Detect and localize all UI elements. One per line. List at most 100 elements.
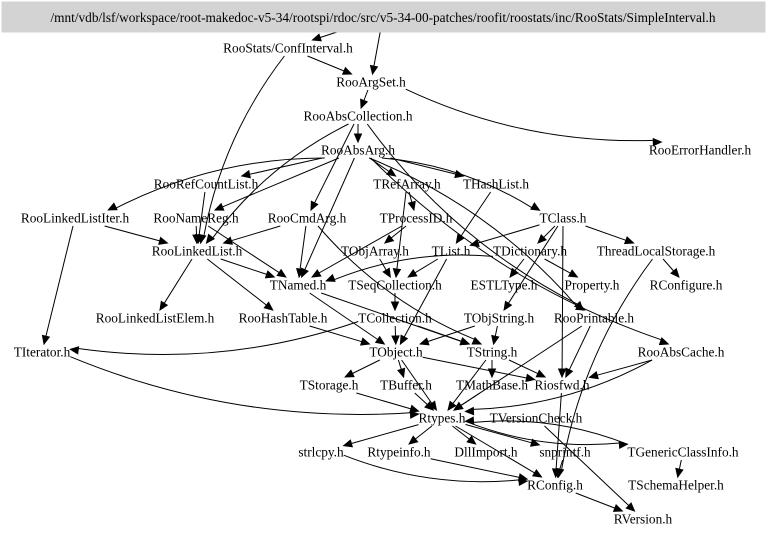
edge-tstring-to-rtypes — [452, 359, 487, 404]
arrowhead-icon — [240, 169, 251, 179]
node-roonamereg[interactable]: RooNameReg.h — [153, 211, 239, 226]
node-threadlocalstorage[interactable]: ThreadLocalStorage.h — [597, 244, 716, 259]
node-rooabscollection[interactable]: RooAbsCollection.h — [304, 109, 413, 124]
node-tclass[interactable]: TClass.h — [540, 211, 587, 226]
arrowhead-icon — [623, 236, 635, 245]
arrowhead-icon — [399, 334, 409, 346]
edge-tobject-to-rtypes — [401, 359, 433, 404]
node-tstorage[interactable]: TStorage.h — [300, 378, 359, 393]
arrowhead-icon — [567, 269, 579, 278]
arrowhead-icon — [264, 270, 276, 279]
node-roorefcountlist[interactable]: RooRefCountList.h — [154, 177, 259, 192]
edge-rtypes-to-strlcpy — [351, 424, 419, 444]
edge-tprocessid-to-tnamed — [318, 225, 403, 274]
node-rtypes[interactable]: Rtypes.h — [419, 411, 466, 426]
node-rooerrorhandler[interactable]: RooErrorHandler.h — [649, 143, 752, 158]
node-roolinkedlistelem[interactable]: RooLinkedListElem.h — [96, 311, 215, 326]
edge-rooabsarg-to-rooprintable — [369, 157, 577, 306]
edge-tstorage-to-rtypes — [356, 392, 412, 410]
node-rooabscache[interactable]: RooAbsCache.h — [638, 345, 725, 360]
node-confinterval[interactable]: RooStats/ConfInterval.h — [223, 41, 353, 56]
arrowhead-icon — [459, 337, 471, 346]
arrowhead-icon — [537, 234, 547, 244]
arrowhead-icon — [491, 334, 500, 346]
arrowhead-icon — [469, 238, 480, 247]
node-tobjstring[interactable]: TObjString.h — [464, 311, 535, 326]
node-tbuffer[interactable]: TBuffer.h — [380, 378, 432, 393]
node-riosfwd[interactable]: Riosfwd.h — [534, 378, 589, 393]
arrowhead-icon — [390, 301, 400, 312]
arrowhead-icon — [341, 66, 353, 75]
node-rooprintable[interactable]: RooPrintable.h — [554, 311, 634, 326]
arrowhead-icon — [555, 467, 564, 479]
root-node-label[interactable]: /mnt/vdb/lsf/workspace/root-makedoc-v5-3… — [50, 10, 715, 25]
node-tprocessid[interactable]: TProcessID.h — [380, 211, 453, 226]
arrowhead-icon — [205, 233, 216, 244]
edge-tgenericclassinfo-to-tschemahelper — [678, 459, 682, 470]
edge-tversioncheck-to-rversion — [544, 425, 630, 506]
node-tdictionary[interactable]: TDictionary.h — [493, 244, 567, 259]
arrowhead-icon — [466, 435, 477, 445]
edge-rtypes-to-rtypeinfo — [415, 425, 433, 440]
arrowhead-icon — [565, 367, 574, 379]
arrowhead-icon — [296, 268, 305, 279]
arrowhead-icon — [386, 167, 397, 177]
edge-roolinkedlist-to-tnamed — [220, 258, 267, 275]
edge-rooabscollection-to-roocmdarg — [314, 123, 355, 204]
edge-root-to-rooargset — [373, 31, 381, 67]
node-rooargset[interactable]: RooArgSet.h — [336, 75, 406, 90]
node-dllimport[interactable]: DllImport.h — [454, 445, 518, 460]
node-tschemahelper[interactable]: TSchemaHelper.h — [628, 478, 724, 493]
edge-rtypes-to-rconfig — [455, 425, 535, 474]
node-rtypeinfo[interactable]: Rtypeinfo.h — [367, 445, 431, 460]
node-rconfig[interactable]: RConfig.h — [527, 478, 583, 493]
node-property[interactable]: Property.h — [565, 278, 620, 293]
arrowhead-icon — [222, 236, 233, 245]
node-tversioncheck[interactable]: TVersionCheck.h — [490, 411, 583, 426]
node-rversion[interactable]: RVersion.h — [614, 512, 673, 527]
edge-tclass-to-tdictionary — [543, 225, 556, 238]
node-rconfigure[interactable]: RConfigure.h — [650, 278, 723, 293]
node-roolinkedlist[interactable]: RooLinkedList.h — [152, 244, 243, 259]
edge-rconfig-to-rversion — [575, 492, 615, 509]
edge-tnamed-to-tobject — [309, 292, 378, 340]
node-tmathbase[interactable]: TMathBase.h — [456, 378, 528, 393]
node-tcollection[interactable]: TCollection.h — [358, 311, 432, 326]
arrowhead-icon — [213, 202, 225, 211]
edge-rooabsarg-to-roonamereg — [222, 157, 340, 208]
node-tobjarray[interactable]: TObjArray.h — [341, 244, 409, 259]
node-tobject[interactable]: TObject.h — [369, 345, 423, 360]
arrowhead-icon — [382, 267, 391, 279]
arrowhead-icon — [310, 200, 319, 212]
node-rooabsarg[interactable]: RooAbsArg.h — [321, 143, 395, 158]
node-tgenericclassinfo[interactable]: TGenericClassInfo.h — [627, 445, 738, 460]
node-roocmdarg[interactable]: RooCmdArg.h — [268, 211, 347, 226]
node-roolinkedlistiter[interactable]: RooLinkedListIter.h — [21, 211, 130, 226]
arrowhead-icon — [652, 137, 663, 147]
arrowhead-icon — [419, 337, 430, 346]
node-titerator[interactable]: TIterator.h — [14, 345, 71, 360]
nodes-layer: /mnt/vdb/lsf/workspace/root-makedoc-v5-3… — [1, 1, 766, 527]
edge-tprocessid-to-tobjarray — [390, 225, 407, 239]
node-tstring[interactable]: TString.h — [467, 345, 518, 360]
arrowhead-icon — [159, 300, 169, 312]
node-estltype[interactable]: ESTLType.h — [471, 278, 538, 293]
node-snprintf[interactable]: snprintf.h — [539, 445, 591, 460]
edge-trefarray-to-tseqcollection — [396, 191, 407, 270]
edge-roolinkedlistiter-to-titerator — [45, 225, 74, 337]
node-roohashtable[interactable]: RooHashTable.h — [239, 311, 328, 326]
edge-tobject-to-riosfwd — [422, 356, 527, 379]
edge-rtypes-to-dllimport — [452, 425, 470, 440]
edge-roocmdarg-to-roolinkedlist — [231, 225, 281, 242]
arrowhead-icon — [509, 267, 519, 278]
node-trefarray[interactable]: TRefArray.h — [373, 177, 441, 192]
node-tseqcollection[interactable]: TSeqCollection.h — [348, 278, 442, 293]
edge-tobjstring-to-tstring — [494, 325, 498, 337]
root-node-box — [1, 1, 766, 33]
node-tnamed[interactable]: TNamed.h — [270, 278, 327, 293]
node-tlist[interactable]: TList.h — [432, 244, 471, 259]
arrowhead-icon — [530, 202, 541, 211]
node-strlcpy[interactable]: strlcpy.h — [298, 445, 344, 460]
arrowhead-icon — [518, 477, 529, 487]
node-thashlist[interactable]: THashList.h — [463, 177, 529, 192]
